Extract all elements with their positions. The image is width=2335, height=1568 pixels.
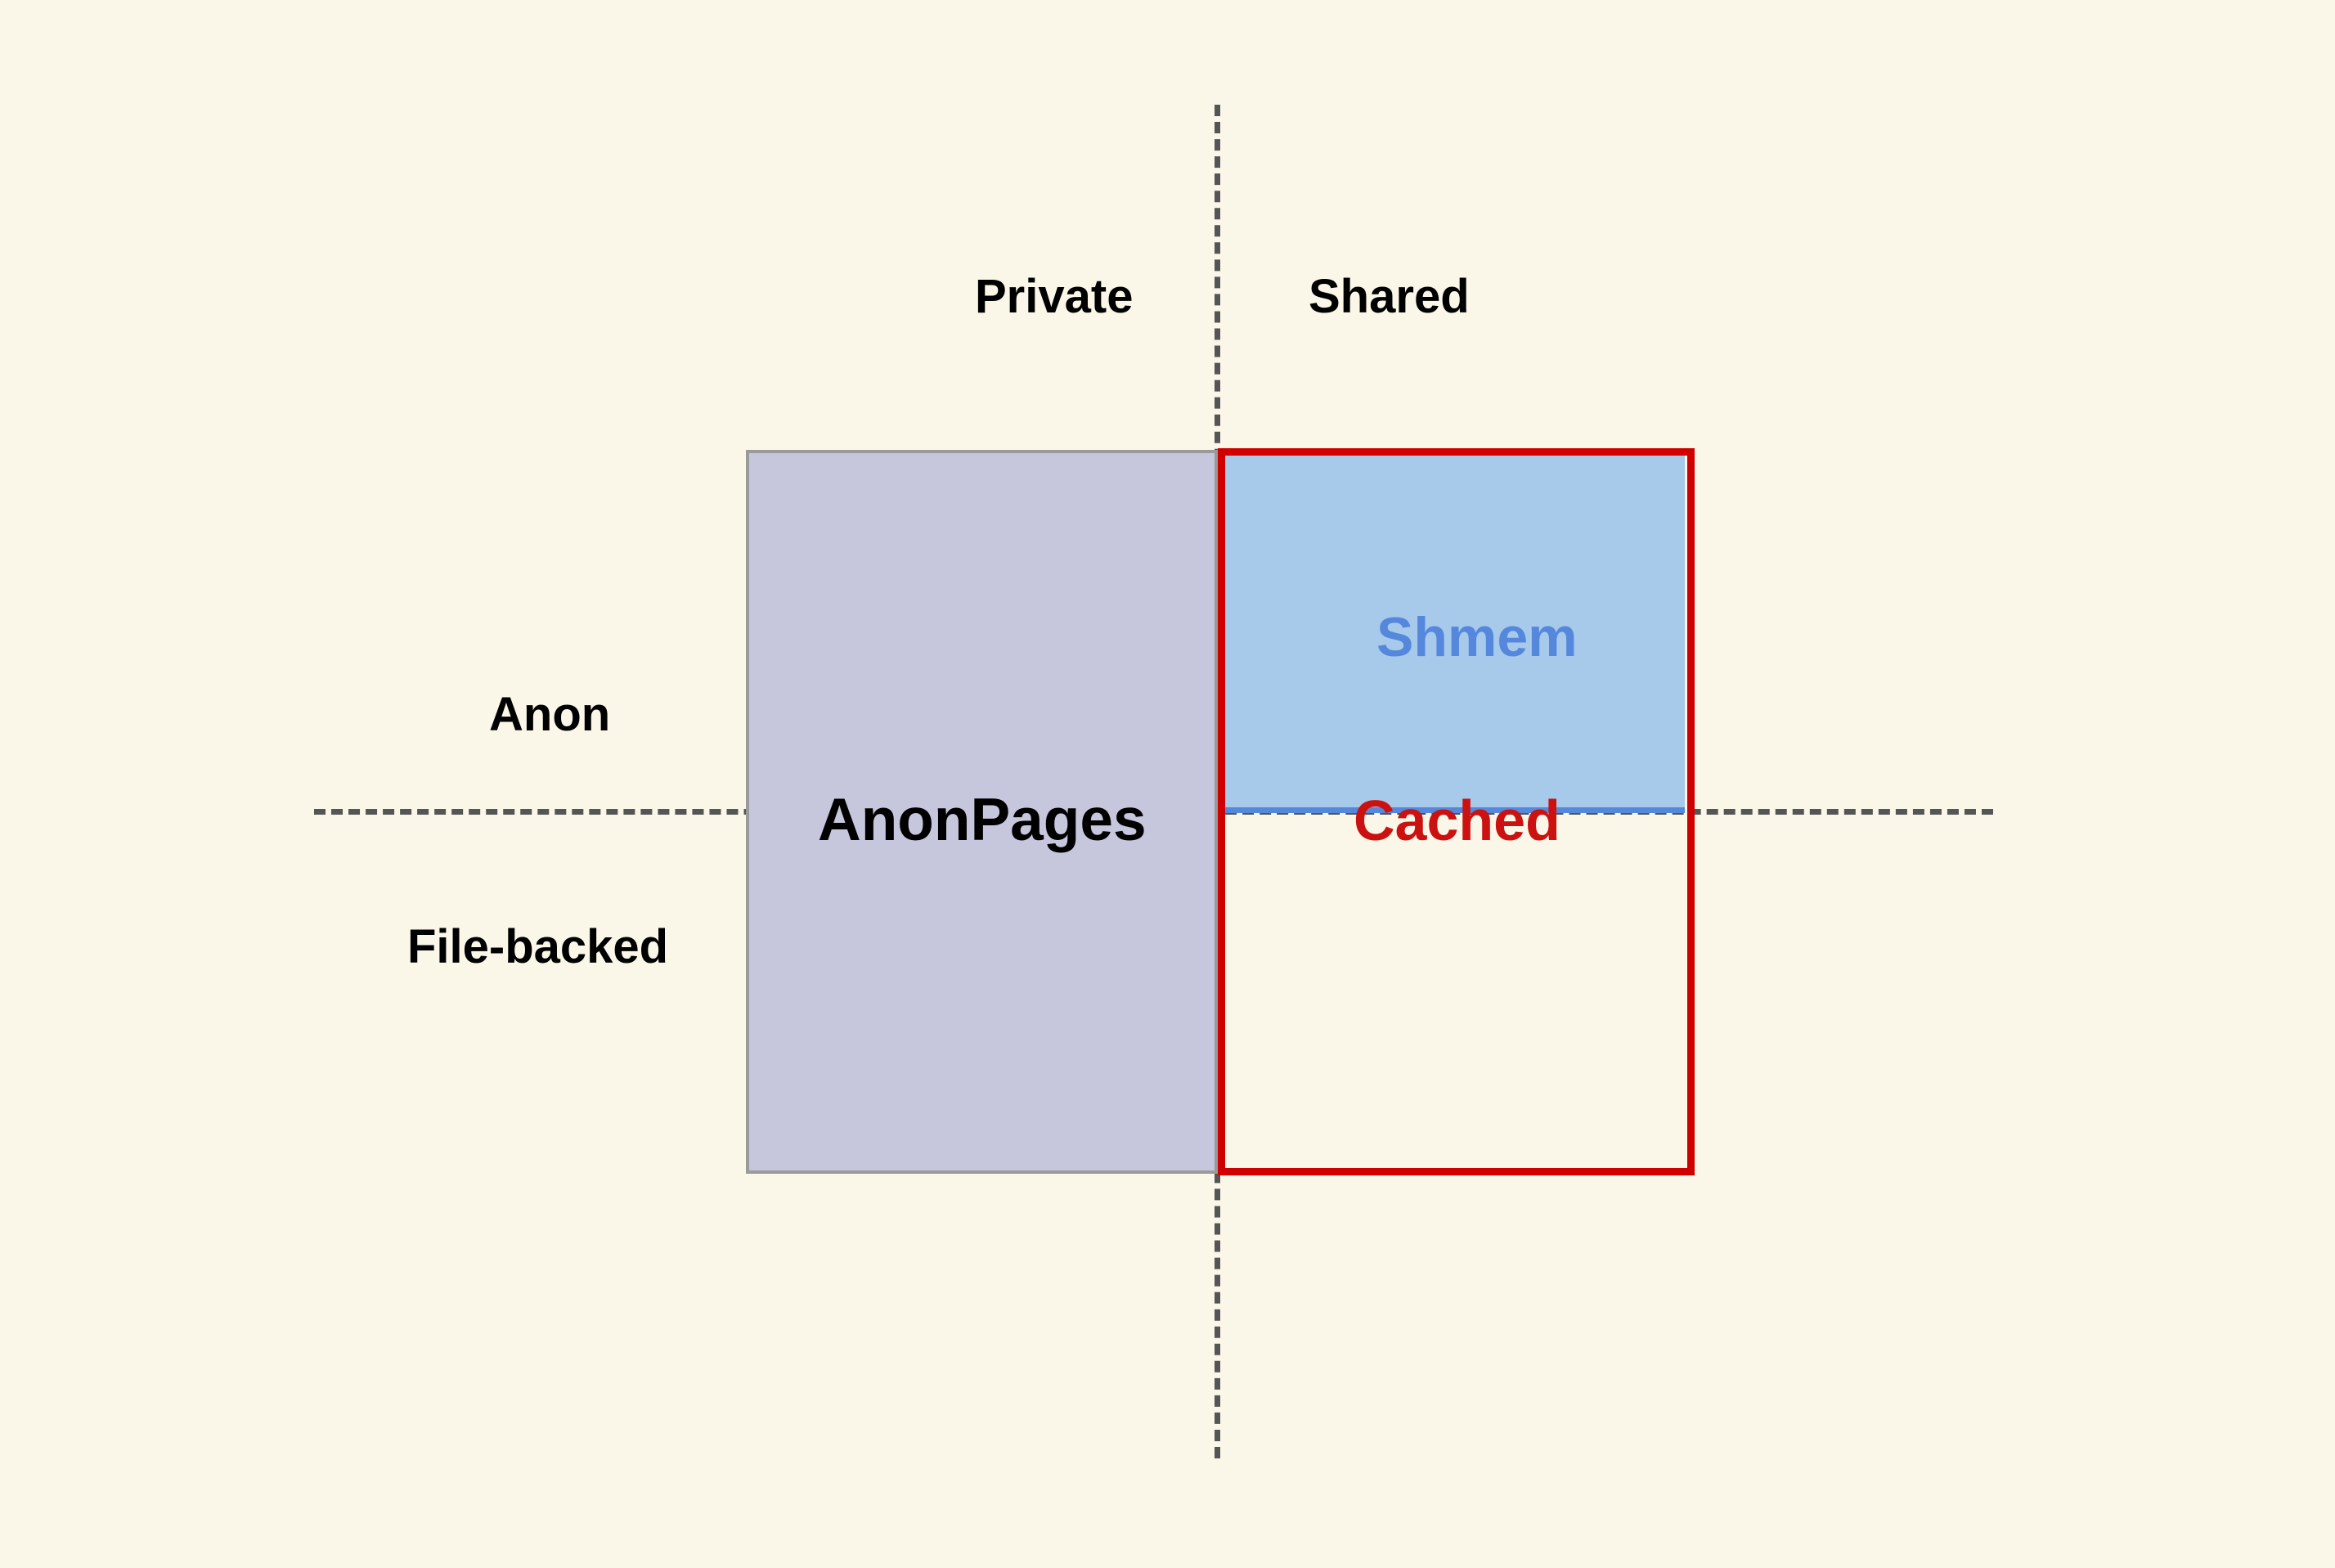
axis-label-anon: Anon <box>489 688 611 741</box>
region-box-shmem <box>1218 450 1685 813</box>
axis-label-private: Private <box>975 270 1134 323</box>
region-label-cached: Cached <box>1354 788 1560 852</box>
region-box-anonpages <box>746 450 1218 1174</box>
region-label-anonpages: AnonPages <box>818 787 1147 853</box>
region-box-cached <box>1218 448 1695 1175</box>
axis-label-file-backed: File-backed <box>407 920 669 973</box>
axis-label-shared: Shared <box>1309 270 1470 323</box>
region-label-shmem: Shmem <box>1376 606 1578 668</box>
